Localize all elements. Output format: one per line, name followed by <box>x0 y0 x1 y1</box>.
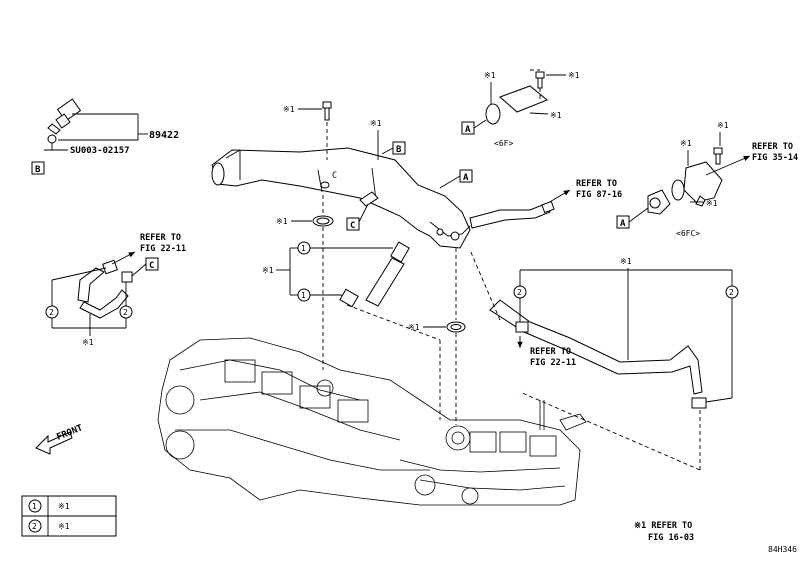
ref-fig-16-03-line1[interactable]: ※1 REFER TO <box>634 521 692 531</box>
gasket-center-inner <box>450 324 462 330</box>
star-6fc-housing: ※1 <box>680 139 692 148</box>
view-label-6f: <6F> <box>494 139 513 148</box>
circle-2-right-a: 2 <box>513 285 527 299</box>
hose-center <box>339 241 410 308</box>
svg-text:2: 2 <box>123 308 128 317</box>
box-label-a-pipe: A <box>459 169 473 183</box>
svg-text:A: A <box>463 173 469 183</box>
svg-text:2: 2 <box>517 288 522 297</box>
water-pipe <box>211 147 555 249</box>
front-arrow <box>35 431 73 455</box>
star-left-hose: ※1 <box>82 338 94 347</box>
legend-mark-1: 1 <box>32 502 37 511</box>
leader-right-clamp-b2 <box>705 397 733 403</box>
star-6f-plate: ※1 <box>550 111 562 120</box>
ref-fig-35-14-line1[interactable]: REFER TO <box>752 142 793 152</box>
leader-a-6fc <box>628 207 649 223</box>
svg-text:A: A <box>620 219 626 229</box>
star-hose-group: ※1 <box>262 266 274 275</box>
circle-2-right-b: 2 <box>725 285 739 299</box>
svg-text:A: A <box>465 125 471 135</box>
star-gasket-pipe: ※1 <box>276 217 288 226</box>
legend-mark-2: 2 <box>32 522 37 531</box>
svg-text:1: 1 <box>301 291 306 300</box>
legend-row-1: 1 ※1 <box>28 499 70 513</box>
ref-fig-22-11-left-line1[interactable]: REFER TO <box>140 233 181 243</box>
temperature-sensor <box>47 98 82 150</box>
cover-plate-6f <box>485 71 548 125</box>
ref-fig-22-11-left-line2[interactable]: FIG 22-11 <box>140 244 186 254</box>
box-label-b-sensor: B <box>31 161 45 175</box>
ref-fig-16-03-line2[interactable]: FIG 16-03 <box>648 533 694 543</box>
leader-c-left <box>131 263 147 277</box>
star-6fc-gasket: ※1 <box>706 199 718 208</box>
star-gasket-center: ※1 <box>408 323 420 332</box>
pipe-bolt <box>322 101 332 121</box>
dash-right-hose-engine-2 <box>519 391 701 471</box>
dash-right-hose-pipe <box>469 249 501 321</box>
ref-fig-22-11-right-line1[interactable]: REFER TO <box>530 347 571 357</box>
box-label-c-pipe: C <box>346 217 360 231</box>
view-label-6fc: <6FC> <box>676 229 700 238</box>
ref-fig-22-11-right-line2[interactable]: FIG 22-11 <box>530 358 576 368</box>
leader-a-6f <box>473 119 487 129</box>
legend-text-2: ※1 <box>58 522 70 531</box>
leader-a-pipe <box>439 175 461 189</box>
ref-fig-87-16-line1[interactable]: REFER TO <box>576 179 617 189</box>
letter-c-on-pipe: C <box>332 171 337 181</box>
box-label-a-6f: A <box>461 121 475 135</box>
ref-fig-35-14-line2[interactable]: FIG 35-14 <box>752 153 798 163</box>
part-number-su003: SU003-02157 <box>70 146 130 156</box>
dash-hose-engine <box>346 304 441 341</box>
circle-2-left-b: 2 <box>119 305 133 319</box>
svg-text:B: B <box>396 145 402 155</box>
front-label: FRONT <box>55 423 84 443</box>
leader-b-pipe <box>381 147 394 155</box>
leader-6f-plate <box>529 112 549 115</box>
circle-1-lower: 1 <box>297 288 311 302</box>
svg-text:C: C <box>350 221 355 231</box>
legend-text-1: ※1 <box>58 502 70 511</box>
star-6f-bolt: ※1 <box>568 71 580 80</box>
svg-text:C: C <box>149 261 154 271</box>
svg-text:1: 1 <box>301 244 306 253</box>
arrow-fig-87-16 <box>547 189 571 204</box>
star-6f-gasket: ※1 <box>484 71 496 80</box>
engine-block <box>157 337 587 506</box>
leader-left-hose-1b <box>51 267 107 281</box>
ref-fig-87-16-line2[interactable]: FIG 87-16 <box>576 190 622 200</box>
star-6fc-bolt: ※1 <box>717 121 729 130</box>
svg-text:2: 2 <box>729 288 734 297</box>
legend-row-2: 2 ※1 <box>28 519 70 533</box>
arrow-fig-35-14 <box>705 155 751 176</box>
box-label-a-6fc: A <box>616 215 630 229</box>
svg-text:2: 2 <box>49 308 54 317</box>
circle-1-upper: 1 <box>297 241 311 255</box>
part-number-89422: 89422 <box>149 130 179 141</box>
star-bolt-pipe: ※1 <box>283 105 295 114</box>
svg-text:B: B <box>35 165 41 175</box>
circle-2-left-a: 2 <box>45 305 59 319</box>
diagram-code: 84H346 <box>768 545 797 554</box>
arrow-fig-22-11-left <box>111 251 136 265</box>
star-pipe-top: ※1 <box>370 119 382 128</box>
hose-right <box>489 299 707 409</box>
box-label-c-left: C <box>145 257 159 271</box>
gasket-pipe-inner <box>316 217 330 225</box>
star-right-hose: ※1 <box>620 257 632 266</box>
box-label-b-pipe: B <box>392 141 406 155</box>
leader-c-pipe <box>358 203 369 223</box>
